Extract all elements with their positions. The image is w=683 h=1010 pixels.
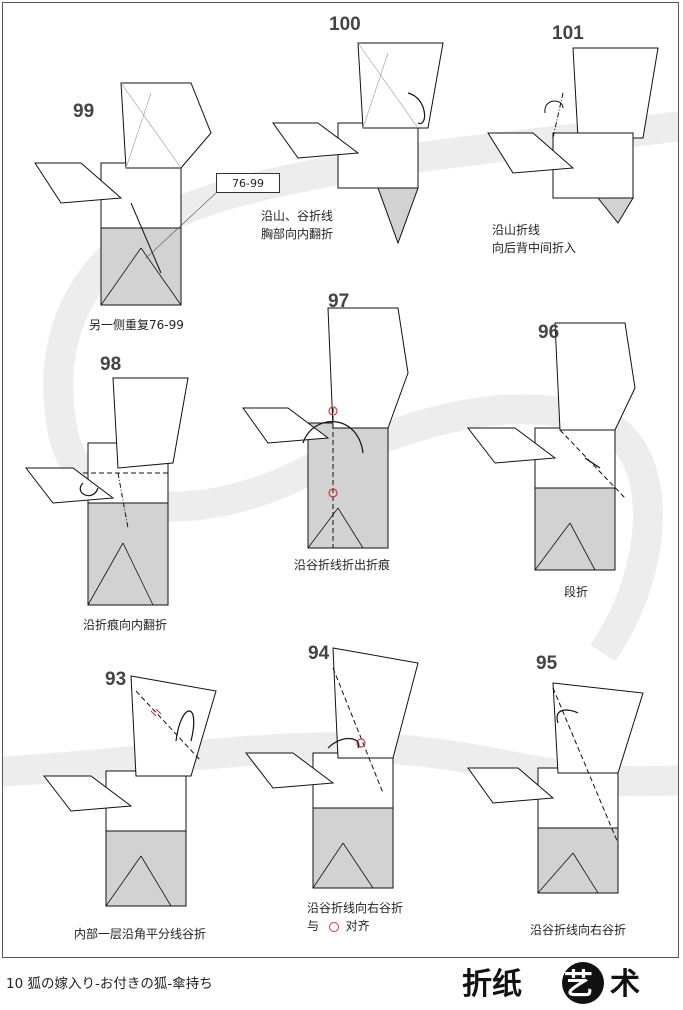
- page-frame: 99 76-99 另一侧重复76-99 100 沿山、谷折线 胸部向内翻折 10…: [2, 2, 679, 958]
- svg-text:术: 术: [610, 967, 640, 1002]
- step-100-diagram: [268, 38, 458, 252]
- step-96-diagram: [465, 318, 655, 577]
- step-number: 98: [100, 354, 122, 375]
- step-95-diagram: [463, 653, 653, 902]
- step-98-diagram: [23, 373, 213, 617]
- step-number: 100: [329, 14, 361, 35]
- step-number: 99: [73, 101, 95, 122]
- step-caption: 对齐: [345, 919, 370, 933]
- step-number: 97: [328, 291, 350, 312]
- step-caption: 沿谷折线折出折痕: [294, 558, 391, 572]
- step-97-diagram: [238, 303, 428, 557]
- step-caption: 沿谷折线向右谷折: [307, 901, 404, 915]
- step-caption: 内部一层沿角平分线谷折: [74, 927, 207, 941]
- step-number: 96: [538, 322, 560, 343]
- step-caption: 段折: [564, 585, 589, 599]
- step-caption: 与: [307, 919, 320, 933]
- step-93-diagram: [41, 671, 231, 915]
- origami-art-logo: 折纸 艺 术: [462, 960, 677, 1006]
- step-caption: 沿折痕向内翻折: [83, 618, 168, 632]
- step-caption: 沿山、谷折线: [261, 209, 334, 223]
- step-caption-compound: 与 对齐: [307, 917, 370, 935]
- step-caption: 沿谷折线向右谷折: [530, 923, 627, 937]
- step-number: 93: [105, 669, 127, 690]
- step-caption: 向后背中间折入: [492, 241, 577, 255]
- reference-box: 76-99: [216, 173, 280, 193]
- step-number: 94: [308, 643, 330, 664]
- step-94-diagram: [243, 643, 433, 897]
- red-circle-marker: [328, 921, 339, 932]
- step-caption: 沿山折线: [492, 223, 541, 237]
- step-number: 101: [552, 23, 584, 44]
- svg-text:折纸: 折纸: [462, 967, 522, 1002]
- svg-text:艺: 艺: [564, 967, 593, 1001]
- step-caption: 另一侧重复76-99: [89, 318, 184, 332]
- step-99-diagram: [31, 73, 221, 317]
- step-number: 95: [536, 653, 558, 674]
- step-101-diagram: [483, 43, 673, 242]
- step-caption: 胸部向内翻折: [261, 227, 334, 241]
- page-footer-label: 10 狐の嫁入り-お付きの狐-傘持ち: [6, 976, 213, 992]
